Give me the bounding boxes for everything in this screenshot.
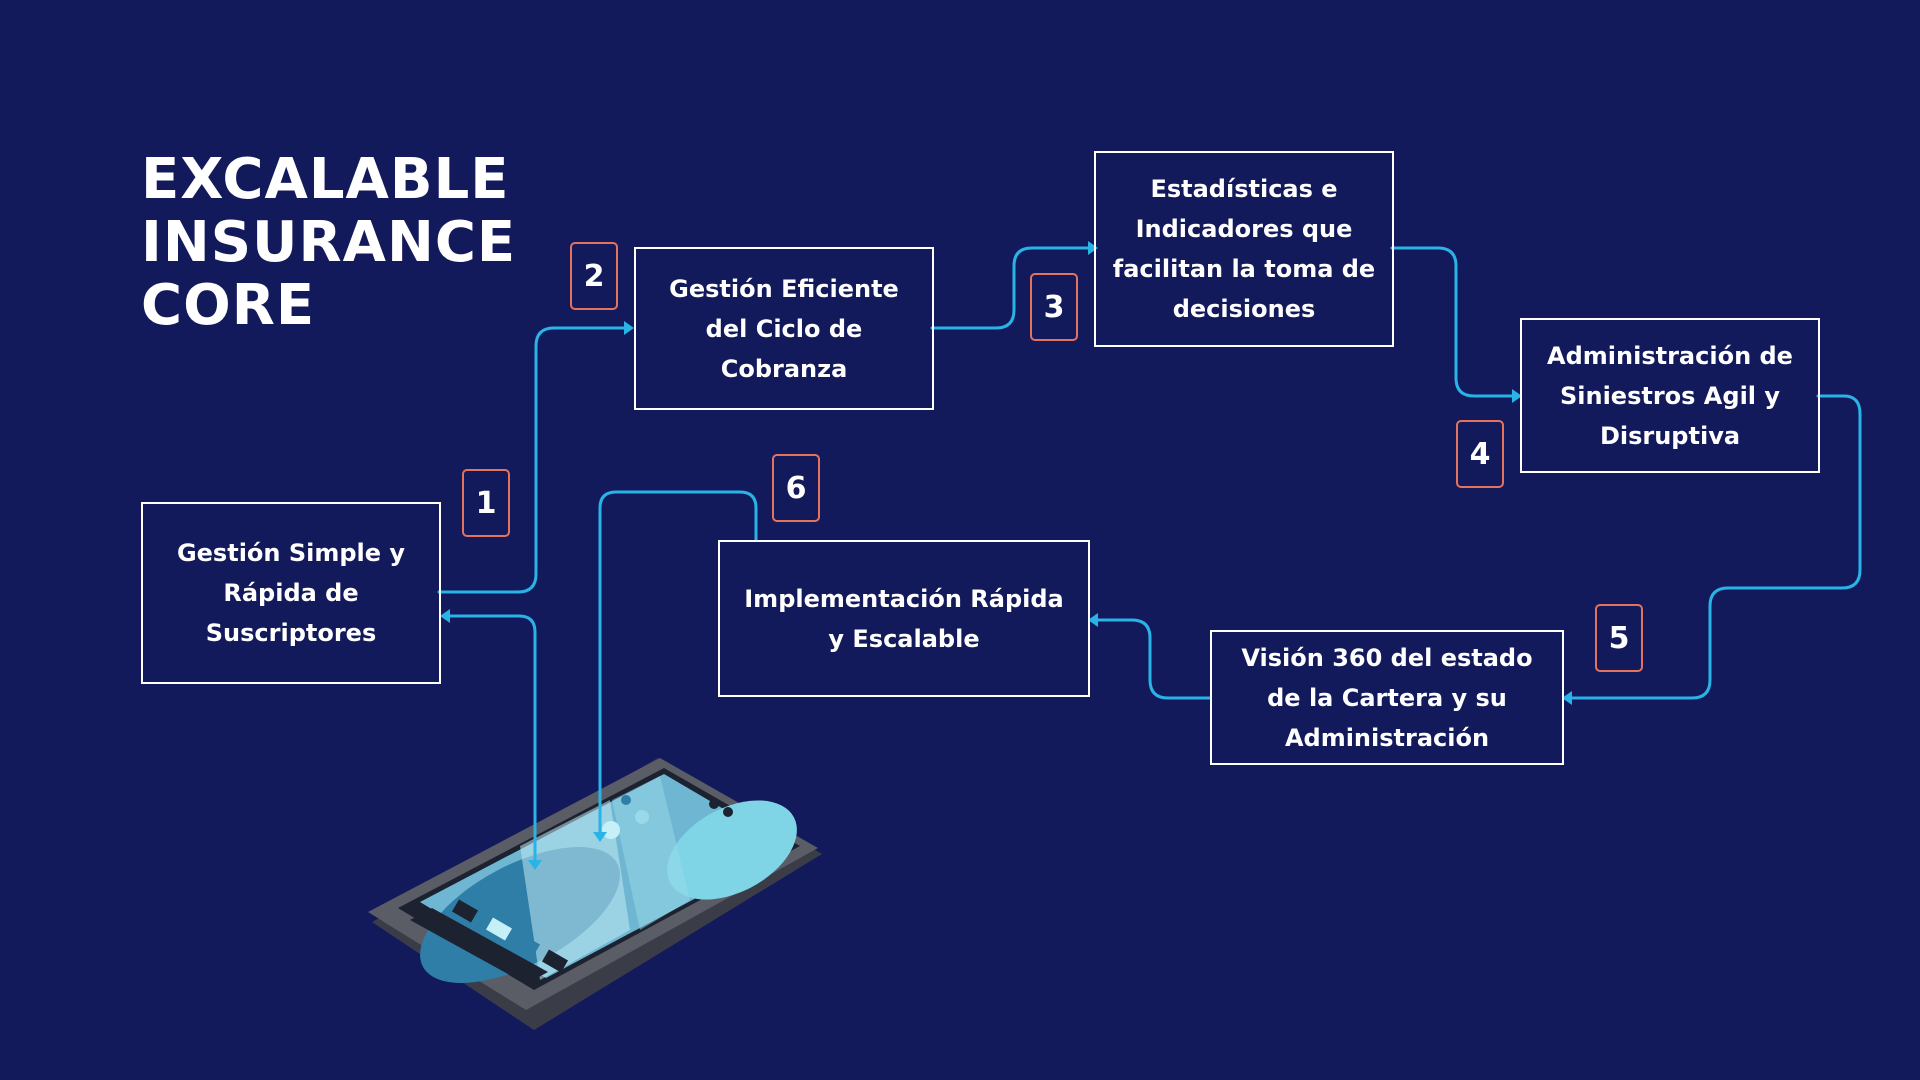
step-2-label: Gestión Eficiente del Ciclo de Cobranza <box>669 274 899 383</box>
step-6-number: 6 <box>772 454 820 522</box>
arrow-into-step-3 <box>1088 241 1098 255</box>
connector-phone-1 <box>442 614 537 868</box>
arrow-into-step-6 <box>1088 613 1098 627</box>
step-2-box: Gestión Eficiente del Ciclo de Cobranza <box>634 247 934 410</box>
title-line-3: CORE <box>141 273 316 338</box>
arrow-into-step-1 <box>440 609 450 623</box>
arrow-into-step-5 <box>1562 691 1572 705</box>
step-5-box: Visión 360 del estado de la Cartera y su… <box>1210 630 1564 765</box>
arrow-into-phone-b <box>528 860 542 870</box>
arrow-into-step-2 <box>624 321 634 335</box>
step-4-label: Administración de Siniestros Agil y Disr… <box>1547 341 1793 450</box>
step-3-box: Estadísticas e Indicadores que facilitan… <box>1094 151 1394 347</box>
step-4-number: 4 <box>1456 420 1504 488</box>
title-line-1: EXCALABLE <box>141 147 510 212</box>
page-title: EXCALABLE INSURANCE CORE <box>141 148 561 337</box>
connector-5-6 <box>1090 618 1212 700</box>
step-3-label: Estadísticas e Indicadores que facilitan… <box>1112 175 1376 323</box>
arrow-into-phone-a <box>593 832 607 842</box>
step-3-number: 3 <box>1030 273 1078 341</box>
step-1-number: 1 <box>462 469 510 537</box>
connector-3-4 <box>1390 246 1518 398</box>
arrow-into-step-4 <box>1512 389 1522 403</box>
connector-2-3 <box>930 246 1094 330</box>
step-5-number: 5 <box>1595 604 1643 672</box>
step-6-box: Implementación Rápida y Escalable <box>718 540 1090 697</box>
step-5-label: Visión 360 del estado de la Cartera y su… <box>1241 643 1533 752</box>
connector-6-phone <box>598 490 758 838</box>
step-1-label: Gestión Simple y Rápida de Suscriptores <box>176 539 406 647</box>
step-2-number: 2 <box>570 242 618 310</box>
step-6-label: Implementación Rápida y Escalable <box>744 584 1064 653</box>
step-4-box: Administración de Siniestros Agil y Disr… <box>1520 318 1820 473</box>
connector-1-2 <box>437 326 630 594</box>
connector-4-5 <box>1564 394 1862 700</box>
step-1-box: Gestión Simple y Rápida de Suscriptores <box>141 502 441 684</box>
title-line-2: INSURANCE <box>141 210 517 275</box>
